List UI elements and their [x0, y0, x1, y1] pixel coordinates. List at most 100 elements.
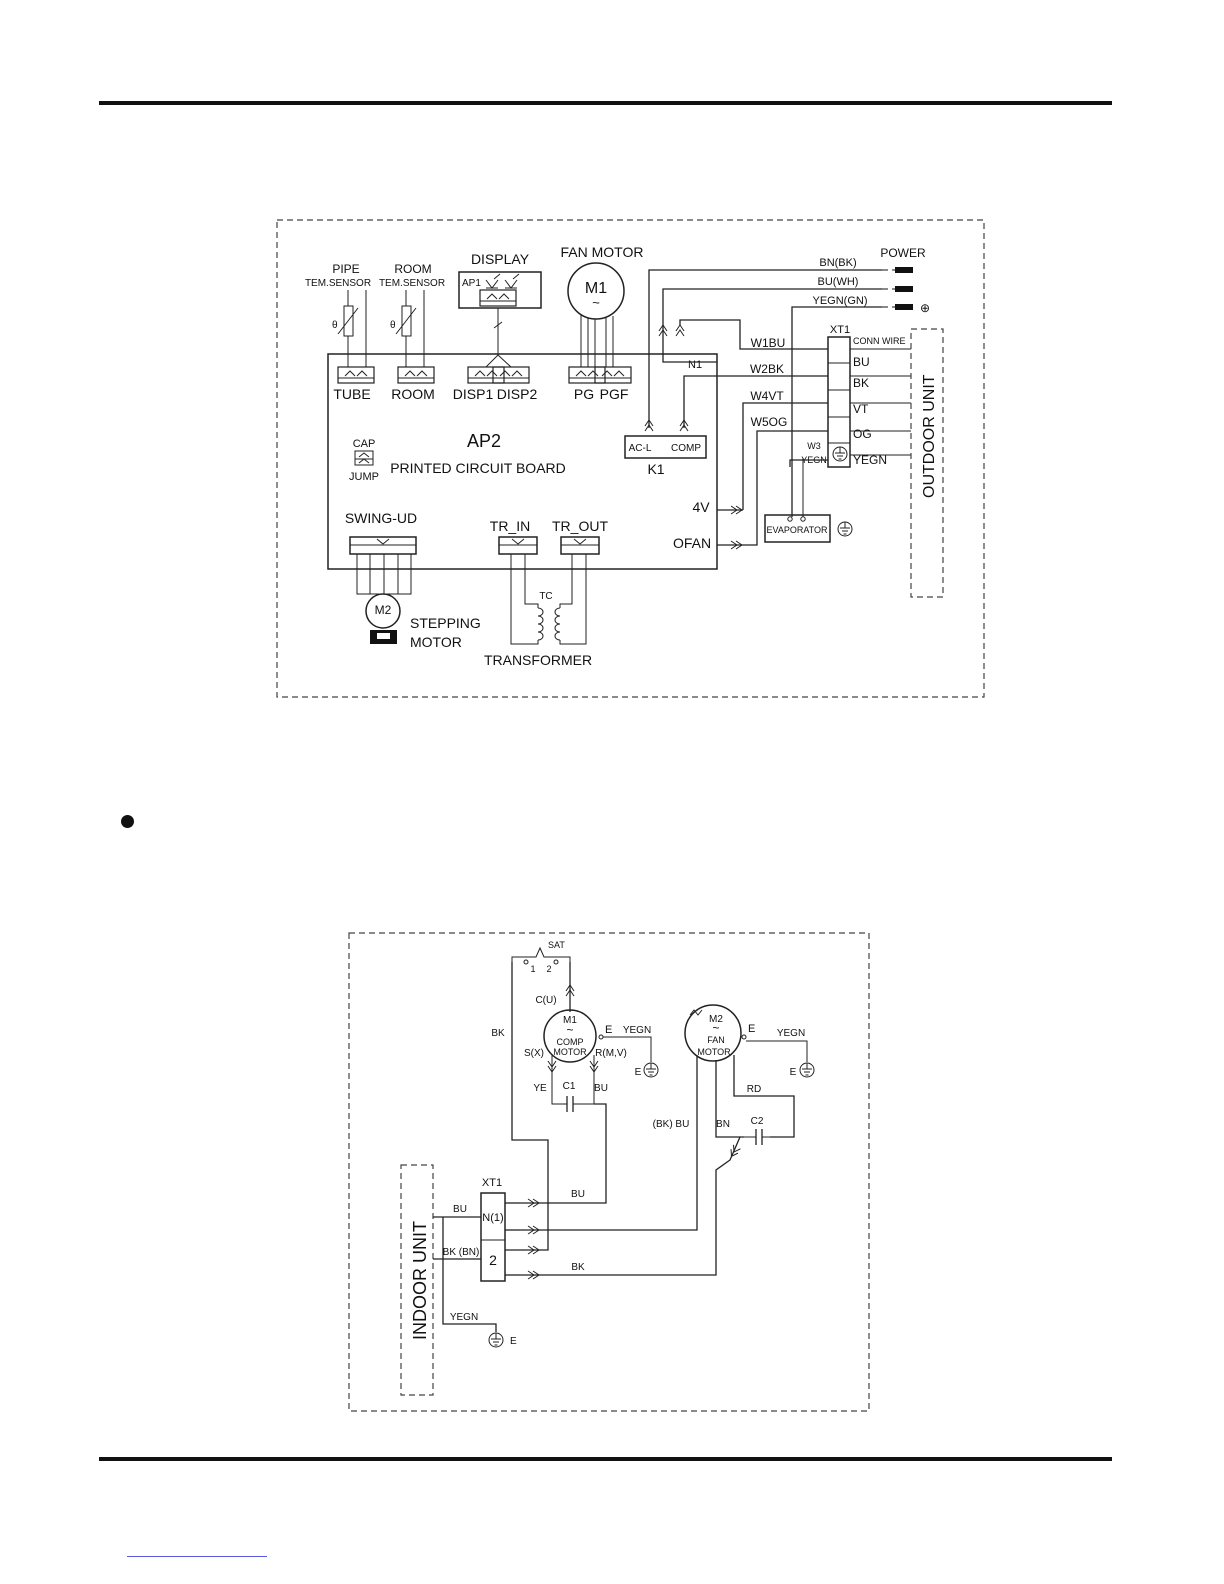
- compressor-motor-icon: [543, 1009, 597, 1063]
- fan-motor-m2-icon: [684, 1004, 742, 1062]
- xt1-terminal-block: [827, 336, 851, 468]
- e1-label: E: [605, 1024, 612, 1036]
- pcb-box: [327, 353, 718, 570]
- ap2-label: AP2: [467, 431, 501, 451]
- ap1-label: AP1: [462, 278, 481, 289]
- t2-terminal-label: 2: [489, 1252, 497, 1268]
- disp1-label: DISP1: [453, 386, 494, 402]
- indoor-ground-icon: [488, 1332, 504, 1348]
- capacitor-c1-icon: [560, 1096, 580, 1112]
- pipe-sensor-label: TEM.SENSOR: [305, 278, 371, 289]
- footer-link-underline[interactable]: [127, 1556, 267, 1557]
- n1-terminal-label: N(1): [482, 1212, 503, 1224]
- c2-label: C2: [751, 1116, 764, 1127]
- evaporator-box: [764, 514, 831, 543]
- sat-label: SAT: [548, 940, 565, 950]
- capacitor-c2-icon: [744, 1129, 770, 1145]
- w3-label: W3: [807, 441, 821, 451]
- term-bk-label: BK: [853, 376, 869, 390]
- w5og-label: W5OG: [751, 415, 788, 429]
- yegn3-label: YEGN: [450, 1312, 478, 1323]
- e2-ground-label: E: [790, 1067, 797, 1078]
- ground-symbol: ⊕: [920, 301, 930, 315]
- pgf-connector-icon: [594, 366, 632, 384]
- diagram2-frame: [348, 932, 870, 1412]
- indoor-unit-label: INDOOR UNIT: [410, 1221, 430, 1340]
- e2-label: E: [748, 1023, 755, 1035]
- room-thermistor-icon: θ: [390, 290, 425, 367]
- bk-bu-label: (BK) BU: [653, 1119, 690, 1130]
- cu-label: C(U): [535, 995, 556, 1006]
- term-og-label: OG: [853, 427, 872, 441]
- room-sensor-label: TEM.SENSOR: [379, 278, 445, 289]
- pipe-label: PIPE: [332, 262, 359, 276]
- k1-relay-box: [624, 435, 707, 459]
- led-icon: [485, 273, 520, 289]
- disp2-label: DISP2: [497, 386, 538, 402]
- xt1-ground-icon: [832, 446, 848, 462]
- xt1-label: XT1: [830, 324, 850, 336]
- yegn2-label: YEGN: [777, 1028, 805, 1039]
- power-label: POWER: [880, 246, 926, 260]
- outdoor-unit-box: [910, 328, 944, 598]
- acl-label: AC-L: [629, 443, 652, 454]
- term-vt-label: VT: [853, 402, 869, 416]
- evaporator-ground-icon: [837, 521, 853, 537]
- bu-wire-label: BU: [571, 1189, 585, 1200]
- w4vt-label: W4VT: [750, 389, 784, 403]
- rmv-label: R(M,V): [595, 1048, 627, 1059]
- tr-out-label: TR_OUT: [552, 518, 608, 534]
- term-yegn-label: YEGN: [853, 453, 887, 467]
- w1bu-label: W1BU: [751, 336, 786, 350]
- sat-2-label: 2: [546, 964, 551, 974]
- stepping-label: STEPPING: [410, 615, 481, 631]
- comp-text: COMP: [557, 1037, 584, 1047]
- bullet: [121, 815, 134, 828]
- bk-left-label: BK: [491, 1028, 505, 1039]
- yegn1-label: YEGN: [623, 1025, 651, 1036]
- e1-ground-label: E: [635, 1067, 642, 1078]
- comp-label: COMP: [671, 443, 701, 454]
- power-plug-e-icon: [895, 304, 913, 310]
- m2-fan-label: M2: [709, 1014, 723, 1025]
- jumper-icon: [354, 450, 374, 466]
- power-bu-label: BU(WH): [818, 276, 859, 288]
- fan-ground-icon: [799, 1062, 815, 1078]
- outdoor-unit-label: OUTDOOR UNIT: [921, 374, 938, 498]
- jump-label: JUMP: [349, 471, 379, 483]
- bn-label: BN: [716, 1119, 730, 1130]
- bu1-label: BU: [594, 1083, 608, 1094]
- fan-motor-icon: [567, 262, 625, 320]
- power-bn-label: BN(BK): [819, 257, 856, 269]
- m2-tilde: ~: [712, 1021, 719, 1035]
- stepping-motor-icon: [365, 593, 401, 629]
- power-plug-l-icon: [895, 267, 913, 273]
- room-connector-icon: [397, 366, 435, 384]
- 4v-label: 4V: [692, 499, 710, 515]
- pcb-label: PRINTED CIRCUIT BOARD: [390, 460, 566, 476]
- term-bu-label: BU: [853, 355, 870, 369]
- transformer-secondary-coil-icon: [554, 607, 561, 641]
- rd-label: RD: [747, 1084, 761, 1095]
- tube-label: TUBE: [333, 386, 370, 402]
- pipe-thermistor-icon: θ: [332, 290, 367, 367]
- bkbn-label: BK (BN): [443, 1247, 480, 1258]
- display-label: DISPLAY: [471, 251, 530, 267]
- room-conn-label: ROOM: [391, 386, 435, 402]
- swing-ud-label: SWING-UD: [345, 510, 417, 526]
- conn-wire-label: CONN WIRE: [853, 336, 906, 346]
- indoor-unit-box: [400, 1164, 434, 1396]
- tube-connector-icon: [337, 366, 375, 384]
- m2-label: M2: [375, 603, 392, 617]
- comp-ground-icon: [643, 1062, 659, 1078]
- transformer-primary-coil-icon: [537, 607, 544, 641]
- k1-label: K1: [647, 461, 664, 477]
- fan-motor-label: FAN MOTOR: [561, 244, 644, 260]
- c1-label: C1: [563, 1081, 576, 1092]
- sx-label: S(X): [524, 1048, 544, 1059]
- sat-1-label: 1: [530, 964, 535, 974]
- power-yegn-label: YEGN(GN): [813, 295, 868, 307]
- room-label: ROOM: [394, 262, 431, 276]
- ofan-label: OFAN: [673, 535, 711, 551]
